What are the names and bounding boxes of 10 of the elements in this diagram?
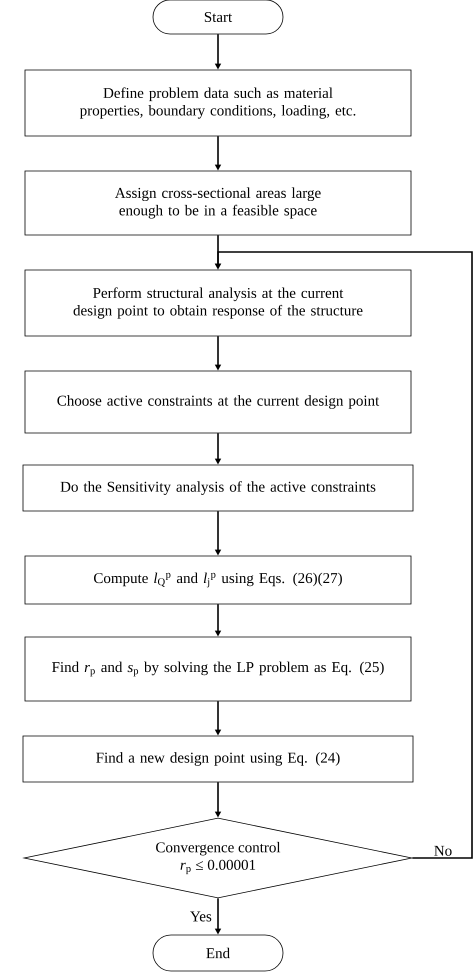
process-box: Choose active constraints at the current design point <box>24 370 412 434</box>
edge-label: No <box>432 844 454 857</box>
process-box: Perform structural analysis at the current design point to obtain response of the structure <box>24 270 412 336</box>
process-box: Find a new design point using Eq. (24) <box>22 736 414 782</box>
process-box: Compute l$_{Q}$$^{p}$ and l$_{j}$$^{p}$ using Eqs. (26)(27) <box>24 556 412 604</box>
process-box: Define problem data such as material properties, boundary conditions, loading, etc. <box>24 70 412 136</box>
edge-label: Yes <box>188 910 213 922</box>
process-box: Find r$_{p}$ and s$_{p}$ by solving the LP problem as Eq. (25) <box>24 636 412 702</box>
process-box: Do the Sensitivity analysis of the active constraints <box>22 464 414 512</box>
process-box: Assign cross-sectional areas large enough to be in a feasible space <box>24 170 412 236</box>
